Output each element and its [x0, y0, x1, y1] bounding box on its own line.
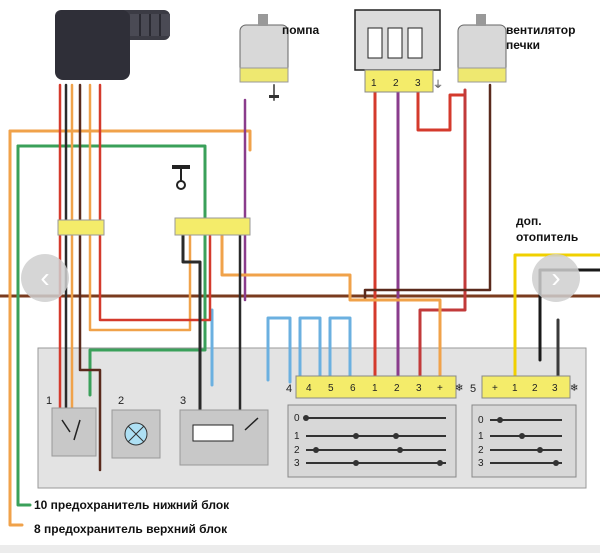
sw4-pin-6: 6	[350, 383, 356, 394]
aux-heater-label-line1: доп.	[516, 214, 542, 228]
sw5-pin-1: 1	[512, 383, 518, 394]
component-2-lamp	[111, 409, 161, 459]
prev-image-button[interactable]: ‹	[21, 254, 69, 302]
sw4-pos-1: 1	[294, 431, 300, 442]
sw4-pin-2: 2	[394, 383, 400, 394]
top-pin-2: 2	[393, 78, 399, 89]
heater-fan-motor	[457, 14, 507, 83]
component-number-2: 2	[118, 395, 124, 407]
top-pin-1: 1	[371, 78, 377, 89]
wires	[0, 76, 600, 527]
fuse-lower-label: 10 предохранитель нижний блок	[34, 498, 230, 512]
sw4-pos-3: 3	[294, 458, 300, 469]
sw4-pos-2: 2	[294, 445, 300, 456]
aux-heater-switch-5	[471, 375, 577, 478]
sw5-pos-0: 0	[478, 415, 484, 426]
sw4-fan-symbol: ❄	[455, 383, 463, 394]
sw5-pos-1: 1	[478, 431, 484, 442]
sw4-pin-5: 5	[328, 383, 334, 394]
ground-lead	[172, 165, 190, 190]
next-image-button[interactable]: ›	[532, 254, 580, 302]
chevron-right-icon: ›	[551, 262, 560, 293]
sw5-pin-3: 3	[552, 383, 558, 394]
sw5-fan-symbol: ❄	[570, 383, 578, 394]
sw4-pin-plus: +	[437, 383, 443, 394]
sw5-pos-2: 2	[478, 445, 484, 456]
component-number-1: 1	[46, 395, 52, 407]
sw5-pos-3: 3	[478, 458, 484, 469]
fuse-upper-label: 8 предохранитель верхний блок	[34, 522, 228, 536]
sw5-pin-2: 2	[532, 383, 538, 394]
component-number-3: 3	[180, 395, 186, 407]
temperature-sensor	[55, 10, 170, 80]
fan-label-line2: печки	[506, 38, 540, 52]
component-number-4: 4	[286, 383, 292, 395]
harness-connector-left	[57, 219, 105, 236]
sw4-pin-4: 4	[306, 383, 312, 394]
pump-motor	[239, 14, 289, 98]
fan-switch-4	[287, 375, 457, 478]
component-3-relay	[179, 409, 269, 466]
top-pin-3: 3	[415, 78, 421, 89]
sw5-pin-plus: +	[492, 383, 498, 394]
chevron-left-icon: ‹	[40, 262, 49, 293]
ground-symbol: ⏚	[433, 79, 443, 91]
harness-connector-right	[174, 217, 251, 236]
pump-label: помпа	[282, 23, 320, 37]
sw4-pos-0: 0	[294, 413, 300, 424]
heater-resistor-block	[354, 9, 441, 93]
component-number-5: 5	[470, 383, 476, 395]
fan-label-line1: вентилятор	[506, 23, 575, 37]
sw4-pin-1: 1	[372, 383, 378, 394]
sw4-pin-3: 3	[416, 383, 422, 394]
aux-heater-label-line2: отопитель	[516, 230, 578, 244]
bottom-strip	[0, 545, 600, 553]
component-1-switch	[51, 407, 97, 457]
